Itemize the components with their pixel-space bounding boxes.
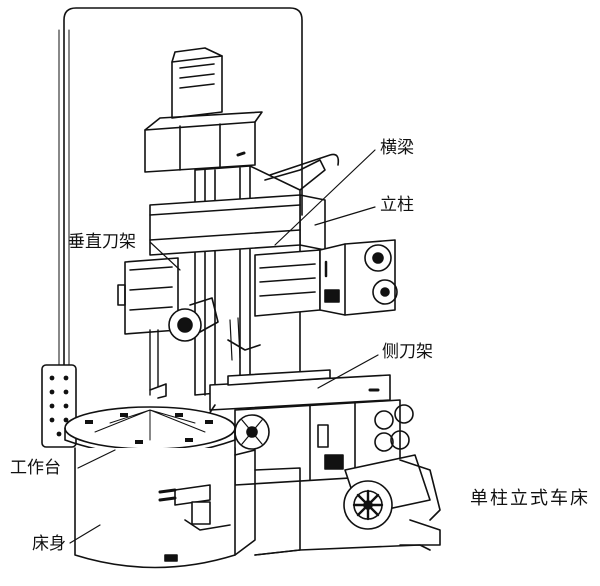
control-panel	[319, 239, 398, 316]
top-motor	[171, 47, 223, 119]
label-vertical-toolhead: 垂直刀架	[68, 232, 136, 252]
label-worktable: 工作台	[10, 458, 61, 478]
diagram-caption: 单柱立式车床	[470, 488, 590, 509]
feed-box	[234, 399, 414, 486]
main-motor	[343, 454, 441, 546]
crossbeam	[149, 194, 326, 256]
leader-lines	[69, 149, 379, 544]
label-crossbeam: 横梁	[380, 138, 414, 158]
label-side-toolhead: 侧刀架	[382, 342, 433, 362]
crossbeam-toolhead	[227, 249, 321, 361]
label-column: 立柱	[380, 195, 414, 215]
worktable	[64, 406, 236, 456]
label-bed: 床身	[32, 534, 66, 554]
vertical-toolhead	[117, 257, 219, 399]
top-gearbox	[144, 111, 263, 173]
side-toolhead	[204, 369, 391, 426]
bed	[74, 447, 431, 569]
